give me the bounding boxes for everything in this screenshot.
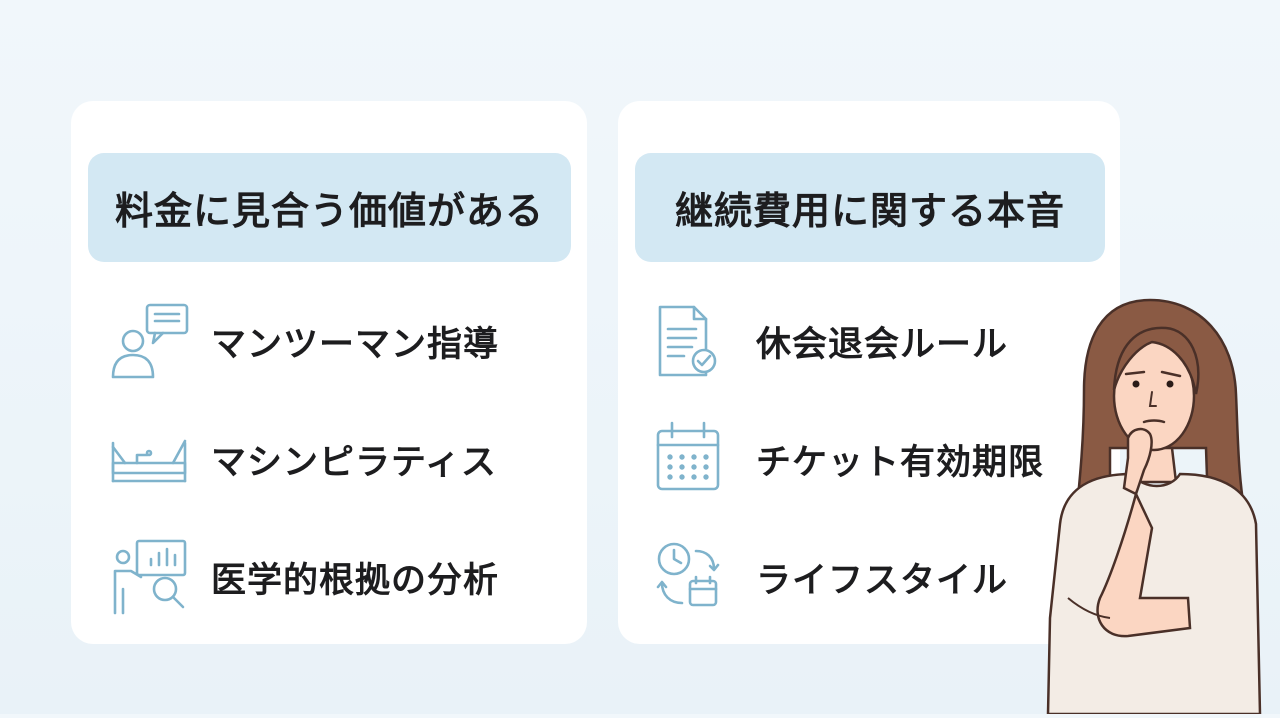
list-item-label: ライフスタイル [756, 560, 1009, 601]
thinking-woman-illustration [1040, 298, 1280, 718]
list-item-label: 医学的根拠の分析 [211, 560, 500, 601]
list-item-lifestyle: ライフスタイル [654, 537, 1114, 617]
person-chat-icon [107, 301, 191, 381]
value-card: 料金に見合う価値がある マンツーマン指導 [71, 101, 587, 644]
reformer-machine-icon [107, 419, 191, 499]
list-item-label: チケット有効期限 [756, 442, 1045, 483]
cost-card: 継続費用に関する本音 休会退会ルール [618, 101, 1120, 644]
document-check-icon [654, 301, 738, 381]
list-item-one-on-one: マンツーマン指導 [107, 301, 567, 381]
clock-calendar-cycle-icon [654, 537, 738, 617]
list-item-label: マンツーマン指導 [211, 324, 500, 365]
cost-card-title: 継続費用に関する本音 [635, 153, 1105, 262]
list-item-ticket-expiry: チケット有効期限 [654, 419, 1114, 499]
list-item-medical-analysis: 医学的根拠の分析 [107, 537, 567, 617]
value-card-title: 料金に見合う価値がある [88, 153, 571, 262]
calendar-icon [654, 419, 738, 499]
list-item-suspension-rules: 休会退会ルール [654, 301, 1114, 381]
list-item-label: マシンピラティス [211, 442, 497, 483]
list-item-machine-pilates: マシンピラティス [107, 419, 567, 499]
list-item-label: 休会退会ルール [756, 324, 1009, 365]
analysis-presentation-icon [107, 537, 191, 617]
